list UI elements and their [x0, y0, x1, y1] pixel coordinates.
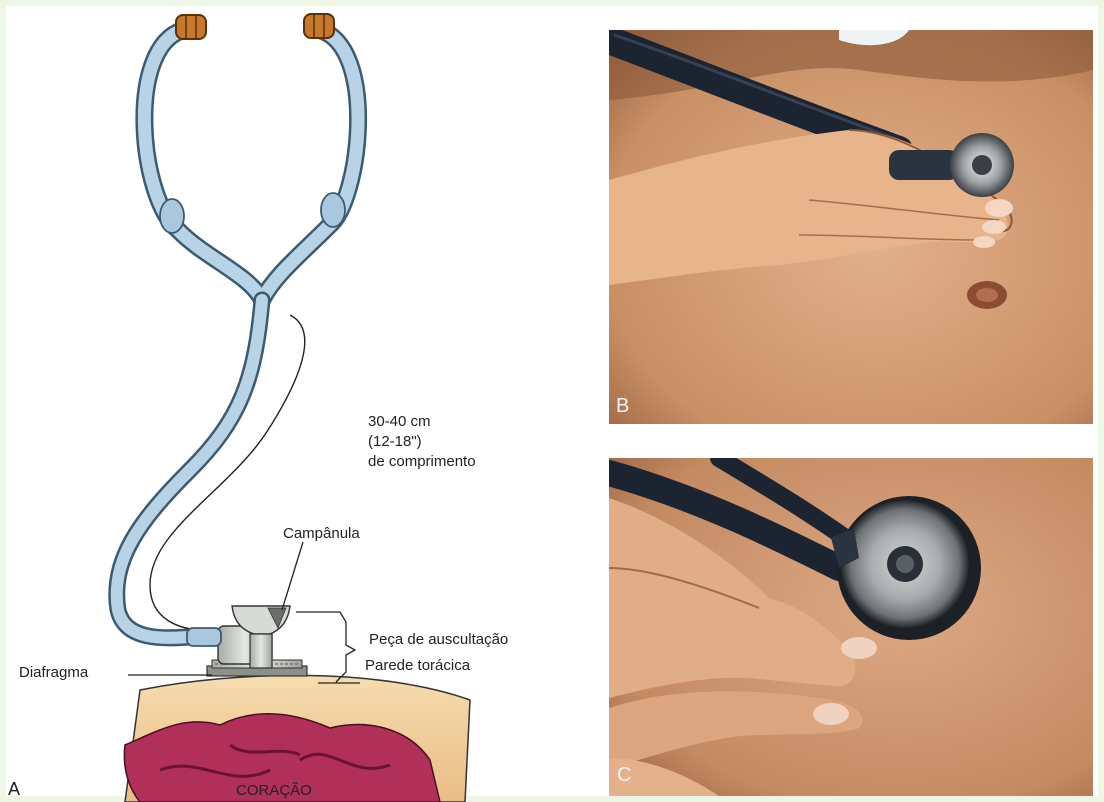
panel-b-photo: [609, 30, 1093, 424]
left-tube-collar: [160, 199, 184, 233]
length-label-line1: 30-40 cm: [368, 413, 431, 431]
length-label-line2: (12-18"): [368, 433, 422, 451]
panel-a-diagram: [0, 0, 600, 802]
chest-wall-label: Parede torácica: [365, 657, 470, 675]
left-earpiece-icon: [176, 15, 206, 39]
length-label-line3: de comprimento: [368, 453, 476, 471]
right-tube-collar: [321, 193, 345, 227]
right-earpiece-icon: [304, 14, 334, 38]
panel-a-letter: A: [8, 780, 20, 798]
panel-c-photo: [609, 458, 1093, 796]
binaural-tubes: [144, 30, 358, 304]
chestpiece-label: Peça de auscultação: [369, 631, 508, 649]
main-tube: [117, 300, 262, 638]
heart-label: CORAÇÃO: [236, 782, 312, 800]
diaphragm-label: Diafragma: [19, 664, 88, 682]
length-brace: [150, 315, 305, 630]
bell-label: Campânula: [283, 525, 360, 543]
panel-b-letter: B: [616, 395, 629, 418]
tube-chestpiece-collar: [187, 628, 221, 646]
panel-c-letter: C: [617, 764, 631, 787]
bell-leader: [282, 542, 303, 610]
